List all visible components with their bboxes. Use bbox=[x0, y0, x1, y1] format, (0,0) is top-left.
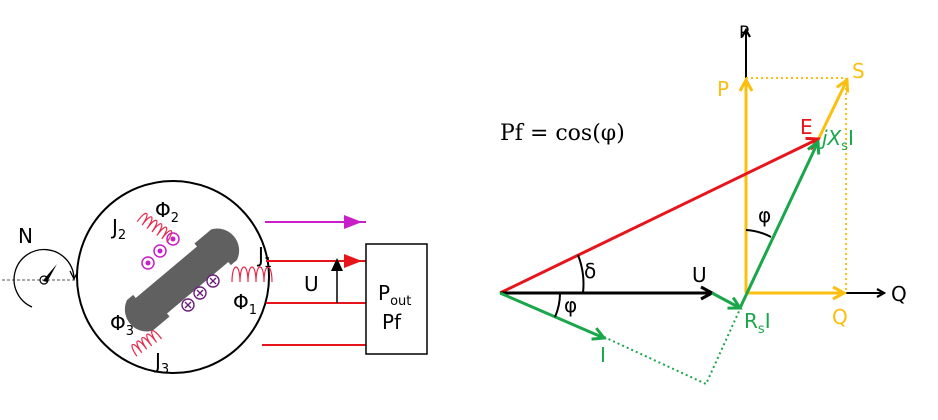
current-j2-label: J2 bbox=[110, 215, 126, 243]
phi-top-arc bbox=[745, 229, 772, 238]
flux-phi1-label: Φ1 bbox=[233, 290, 257, 318]
e-vector-label: E bbox=[800, 115, 813, 139]
output-arrow-magenta bbox=[344, 215, 362, 229]
jxsi-vector bbox=[738, 142, 818, 309]
rotation-arrow-arc bbox=[13, 248, 75, 308]
conductors-in bbox=[181, 274, 220, 312]
u-vector-label: U bbox=[692, 263, 707, 287]
p-axis-label: P bbox=[739, 23, 749, 43]
s-vector-label: S bbox=[852, 59, 865, 83]
q-axis-label: Q bbox=[891, 282, 907, 306]
rsi-vector-label: RsI bbox=[744, 309, 771, 337]
current-j1-label: J1 bbox=[256, 243, 272, 271]
current-projection-dotted bbox=[603, 308, 741, 386]
speed-label: N bbox=[18, 224, 33, 248]
power-factor-formula: Pf = cos(φ) bbox=[500, 121, 625, 146]
current-j3-label: J3 bbox=[153, 349, 169, 377]
machine: N J1 Φ1 J2 Φ2 Φ3 bbox=[2, 180, 428, 377]
p-vector-label: P bbox=[717, 77, 729, 101]
phasor-diagram: Pf = cos(φ) P Q P Q S E U I RsI jXsI bbox=[499, 23, 907, 386]
coil-3 bbox=[131, 330, 162, 357]
phi-origin-label: φ bbox=[564, 293, 577, 317]
flux-phi2-label: Φ2 bbox=[155, 198, 179, 226]
pf-label: Pf bbox=[382, 310, 402, 334]
delta-label: δ bbox=[584, 259, 596, 283]
pout-label: Pout bbox=[378, 281, 411, 309]
i-vector bbox=[499, 291, 604, 338]
delta-angle-arc bbox=[577, 254, 585, 294]
q-vector-label: Q bbox=[832, 305, 848, 329]
conductors-out bbox=[141, 232, 180, 270]
i-vector-label: I bbox=[600, 343, 606, 367]
jxsi-vector-label: jXsI bbox=[819, 126, 854, 154]
voltage-arrowhead bbox=[331, 258, 343, 271]
flux-phi3-label: Φ3 bbox=[110, 311, 134, 339]
phi-top-label: φ bbox=[758, 203, 771, 227]
coil-1 bbox=[231, 266, 273, 283]
e-vector bbox=[499, 139, 818, 295]
phase-arrow-1 bbox=[344, 254, 362, 268]
rsi-vector bbox=[711, 291, 740, 308]
coil-2 bbox=[136, 212, 173, 243]
s-vector bbox=[816, 80, 847, 141]
voltage-label: U bbox=[304, 272, 319, 296]
load-box bbox=[365, 243, 428, 355]
phi-origin-arc bbox=[554, 292, 562, 318]
speed-needle bbox=[43, 264, 57, 282]
